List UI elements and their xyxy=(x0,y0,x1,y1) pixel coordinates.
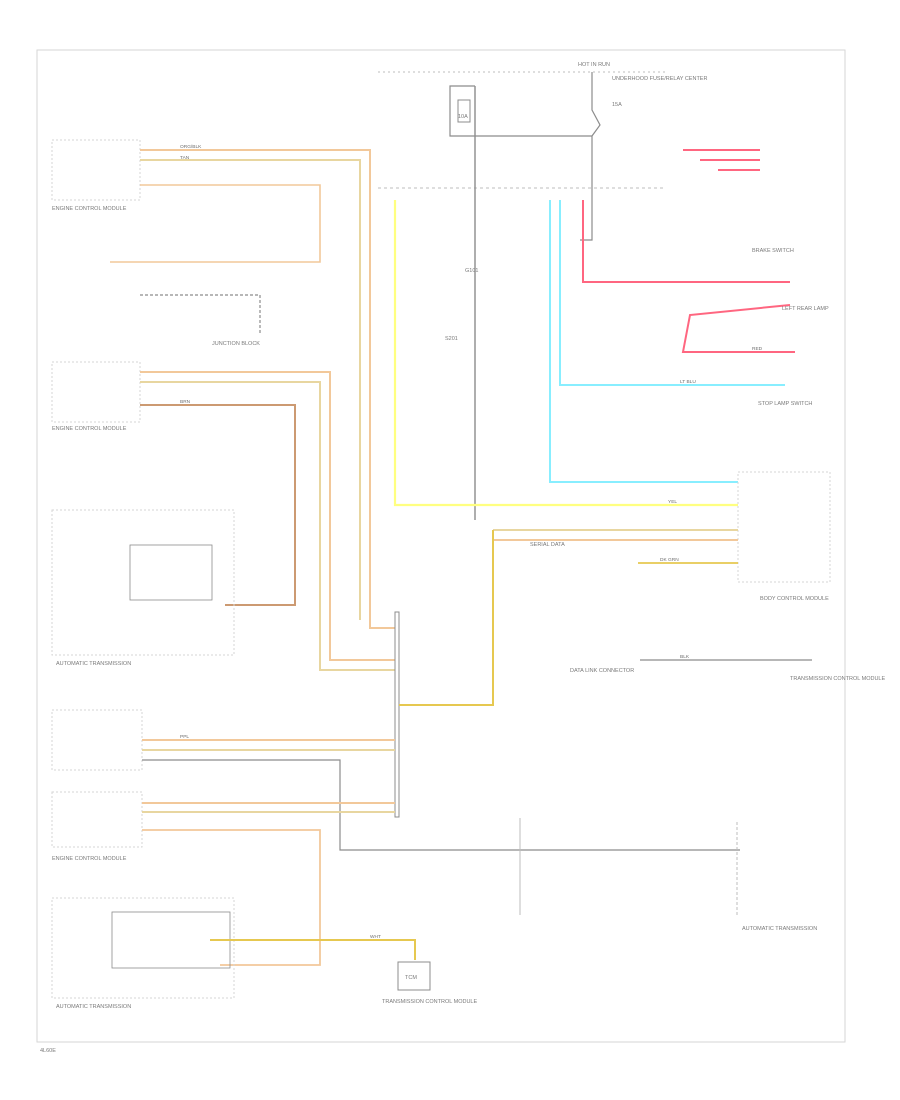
splice-box xyxy=(394,611,400,818)
wire-ecm3-c xyxy=(142,759,520,851)
wire-top-right-black xyxy=(580,72,601,241)
left-rear-label: LEFT REAR LAMP xyxy=(782,306,829,312)
wire-ecm4-c xyxy=(142,829,321,966)
data-link-label: DATA LINK CONNECTOR xyxy=(570,668,634,674)
wire-code-org-blk: ORG/BLK xyxy=(180,144,202,150)
fuse-10a-box xyxy=(457,99,471,123)
body-control-box xyxy=(737,471,831,583)
ecm-middle-box xyxy=(51,361,141,423)
ecm-lower1-box xyxy=(51,709,143,771)
tcm-box-label: TCM xyxy=(405,975,417,981)
ground-label: G101 xyxy=(465,268,478,274)
wire-ecm1-d xyxy=(140,294,261,335)
stop-lamp-switch-label: STOP LAMP SWITCH xyxy=(758,401,812,407)
wire-code-dk-grn: DK GRN xyxy=(660,557,679,563)
wire-code-ppl: PPL xyxy=(180,734,189,740)
diagram-frame xyxy=(36,49,846,1043)
at-lower-label: AUTOMATIC TRANSMISSION xyxy=(56,1004,131,1010)
body-control-label: BODY CONTROL MODULE xyxy=(760,596,829,602)
wire-code-lt-blu: LT BLU xyxy=(680,379,696,385)
wire-code-blk: BLK xyxy=(680,654,690,660)
wire-red-a xyxy=(582,200,790,283)
tcm-box xyxy=(397,961,431,991)
wire-tcm xyxy=(210,939,416,960)
wire-code-red: RED xyxy=(752,346,763,352)
trans-control-lower-label: TRANSMISSION CONTROL MODULE xyxy=(382,999,477,1005)
wire-ecm1-c xyxy=(110,184,321,263)
wire-top-mid-black xyxy=(449,85,592,137)
ecm-lower2-box xyxy=(51,791,143,848)
wire-code-brn: BRN xyxy=(180,399,191,405)
wire-code-tan: TAN xyxy=(180,155,190,161)
wire-cyan-b xyxy=(559,200,785,386)
ecm-middle-label: ENGINE CONTROL MODULE xyxy=(52,426,127,432)
at-lower-box xyxy=(51,897,235,999)
ecm-lower-label: ENGINE CONTROL MODULE xyxy=(52,856,127,862)
diagram-id-label: 4L60E xyxy=(40,1048,56,1054)
wire-ecm2-a xyxy=(140,371,395,661)
wire-cyan-a xyxy=(549,200,738,483)
ecm-upper-label: ENGINE CONTROL MODULE xyxy=(52,206,127,212)
trans-control-label: TRANSMISSION CONTROL MODULE xyxy=(790,676,885,682)
hot-in-run-label: HOT IN RUN xyxy=(578,62,610,68)
splice-label: S201 xyxy=(445,336,458,342)
junction-label: JUNCTION BLOCK xyxy=(212,341,260,347)
atsensor-label: AUTOMATIC TRANSMISSION xyxy=(56,661,131,667)
wire-ecm2-b xyxy=(140,381,395,671)
atsensor-box xyxy=(51,509,235,656)
wire-splice-to-bcm xyxy=(399,530,494,706)
underhood-fuse-label: UNDERHOOD FUSE/RELAY CENTER xyxy=(612,76,707,82)
fuse-15a-label: 15A xyxy=(612,102,622,108)
trans-sensor-box xyxy=(129,544,213,601)
at-right-label: AUTOMATIC TRANSMISSION xyxy=(742,926,817,932)
wire-ecm2-brown xyxy=(140,404,296,606)
fuse-10a-label: 10A xyxy=(458,114,468,120)
ecm-upper-box xyxy=(51,139,141,201)
wire-yellow xyxy=(393,200,738,507)
serial-data-label: SERIAL DATA xyxy=(530,542,565,548)
wire-code-wht: WHT xyxy=(370,934,381,940)
wire-ecm1-a xyxy=(140,149,395,629)
wire-ecm1-b xyxy=(140,159,361,620)
wire-code-yel: YEL xyxy=(668,499,677,505)
wire-red-e xyxy=(681,304,795,353)
brake-switch-label: BRAKE SWITCH xyxy=(752,248,794,254)
